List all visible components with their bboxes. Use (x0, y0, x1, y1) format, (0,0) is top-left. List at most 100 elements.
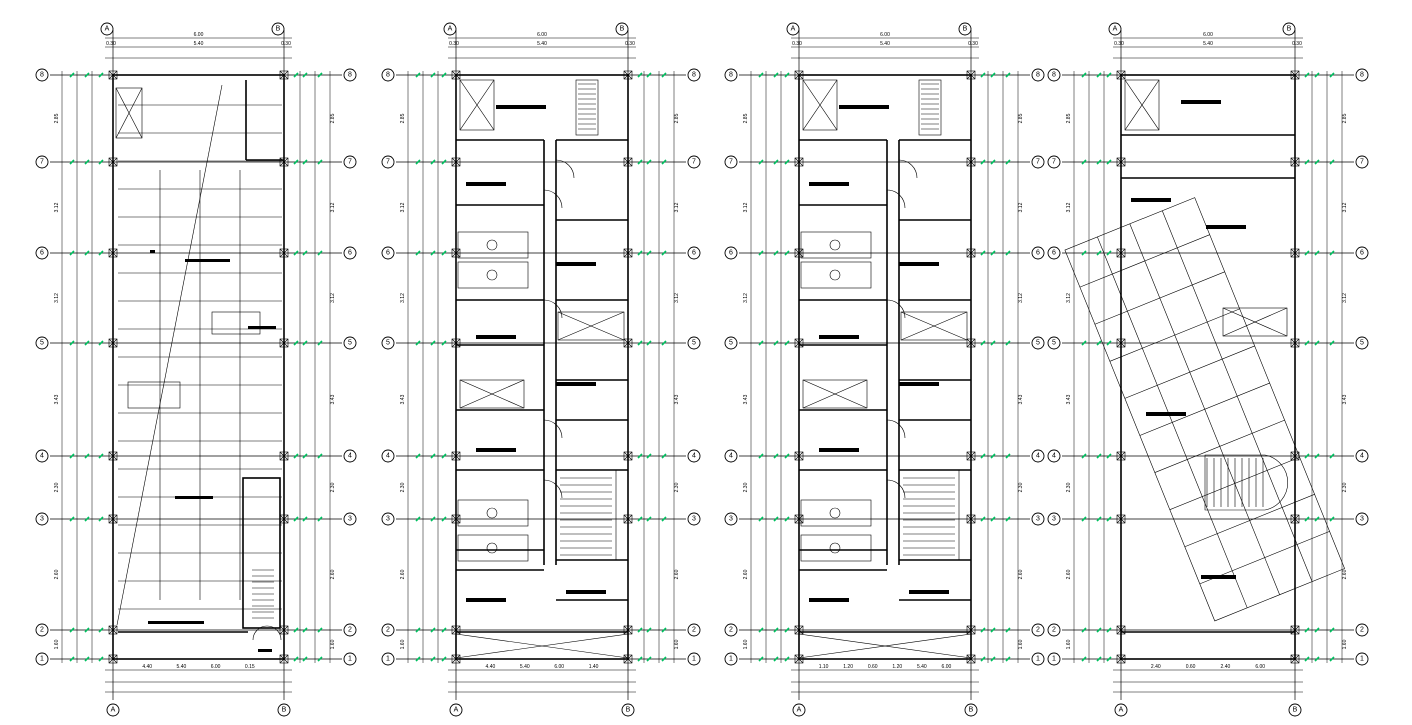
dim-tick (1329, 627, 1335, 633)
side-dim-text: 2.60 (1066, 569, 1072, 579)
bottom-dim-text: 4.40 (142, 664, 152, 670)
bottom-dim-text: 4.40 (486, 664, 496, 670)
dim-tick (1329, 72, 1335, 78)
row-label: 3 (729, 516, 733, 523)
row-bubble (35, 68, 49, 82)
dim-tick (302, 340, 308, 346)
dim-tick (637, 627, 643, 633)
row-label: 8 (692, 72, 696, 79)
top-dim-text: 0.30 (281, 41, 291, 47)
text-label-block (466, 598, 506, 602)
side-dim-text: 1.60 (743, 639, 749, 649)
col-bubble-top (100, 22, 114, 36)
dim-tick (1005, 516, 1011, 522)
dim-tick (317, 516, 323, 522)
dim-tick (1096, 656, 1102, 662)
toilet (486, 269, 498, 281)
row-label: 1 (1052, 656, 1056, 663)
text-label-block (899, 262, 939, 266)
row-bubble (343, 512, 357, 526)
side-dim-text: 3.12 (674, 202, 680, 212)
col-label: B (1293, 707, 1298, 714)
row-label: 4 (40, 453, 44, 460)
door-swing (886, 299, 906, 319)
dim-tick (441, 340, 447, 346)
col-label: B (282, 707, 287, 714)
dim-tick (1314, 72, 1320, 78)
side-dim-text: 2.85 (1066, 113, 1072, 123)
col-bubble-bottom (1114, 703, 1128, 717)
row-label: 3 (1052, 516, 1056, 523)
text-label-block (809, 598, 849, 602)
row-bubble (343, 336, 357, 350)
row-bubble (1047, 246, 1061, 260)
stair-core (242, 477, 281, 629)
side-dim-text: 2.85 (400, 113, 406, 123)
col-label: A (791, 26, 796, 33)
col-bubble-top (958, 22, 972, 36)
row-label: 6 (1036, 250, 1040, 257)
toilet (829, 507, 841, 519)
bottom-dim-text: 5.40 (520, 664, 530, 670)
text-label-block (1131, 198, 1171, 202)
row-label: 1 (1360, 656, 1364, 663)
dim-tick (1106, 340, 1112, 346)
row-bubble (687, 623, 701, 637)
dim-tick (1329, 516, 1335, 522)
dim-tick (646, 516, 652, 522)
col-label: A (105, 26, 110, 33)
dim-tick (1005, 656, 1011, 662)
row-label: 5 (1036, 340, 1040, 347)
col-label: B (276, 26, 281, 33)
bottom-dim-text: 0.60 (868, 664, 878, 670)
dim-tick (990, 453, 996, 459)
dim-tick (430, 72, 436, 78)
dim-tick (84, 72, 90, 78)
row-label: 4 (1052, 453, 1056, 460)
dim-tick (84, 656, 90, 662)
dim-tick (980, 656, 986, 662)
row-label: 2 (348, 627, 352, 634)
row-label: 7 (1036, 159, 1040, 166)
row-bubble (1355, 652, 1369, 666)
dim-tick (430, 159, 436, 165)
text-label-block (185, 259, 230, 262)
row-label: 5 (729, 340, 733, 347)
dim-tick (317, 340, 323, 346)
row-bubble (35, 512, 49, 526)
dim-tick (661, 453, 667, 459)
garage-cross (798, 633, 972, 659)
col-label: A (454, 707, 459, 714)
row-bubble (687, 155, 701, 169)
dim-tick (84, 453, 90, 459)
row-bubble (381, 246, 395, 260)
dim-tick (980, 340, 986, 346)
row-label: 5 (348, 340, 352, 347)
dim-tick (1005, 340, 1011, 346)
text-label-block (819, 335, 859, 339)
side-dim-text: 2.30 (1018, 482, 1024, 492)
dim-tick (415, 250, 421, 256)
side-dim-text: 1.60 (1018, 639, 1024, 649)
dim-tick (1096, 627, 1102, 633)
bottom-dim-text: 1.10 (819, 664, 829, 670)
dim-tick (758, 159, 764, 165)
col-label: A (448, 26, 453, 33)
bottom-dim-text: 2.40 (1221, 664, 1231, 670)
bottom-dim-text: 2.40 (1151, 664, 1161, 670)
col-label: B (620, 26, 625, 33)
side-dim-text: 1.60 (1066, 639, 1072, 649)
col-bubble-bottom (277, 703, 291, 717)
dim-tick (430, 516, 436, 522)
row-bubble (381, 68, 395, 82)
row-label: 1 (386, 656, 390, 663)
top-dim-text: 0.30 (106, 41, 116, 47)
side-dim-text: 2.60 (674, 569, 680, 579)
dim-tick (646, 656, 652, 662)
top-dim-text: 6.00 (1203, 32, 1213, 38)
side-dim-text: 1.60 (400, 639, 406, 649)
